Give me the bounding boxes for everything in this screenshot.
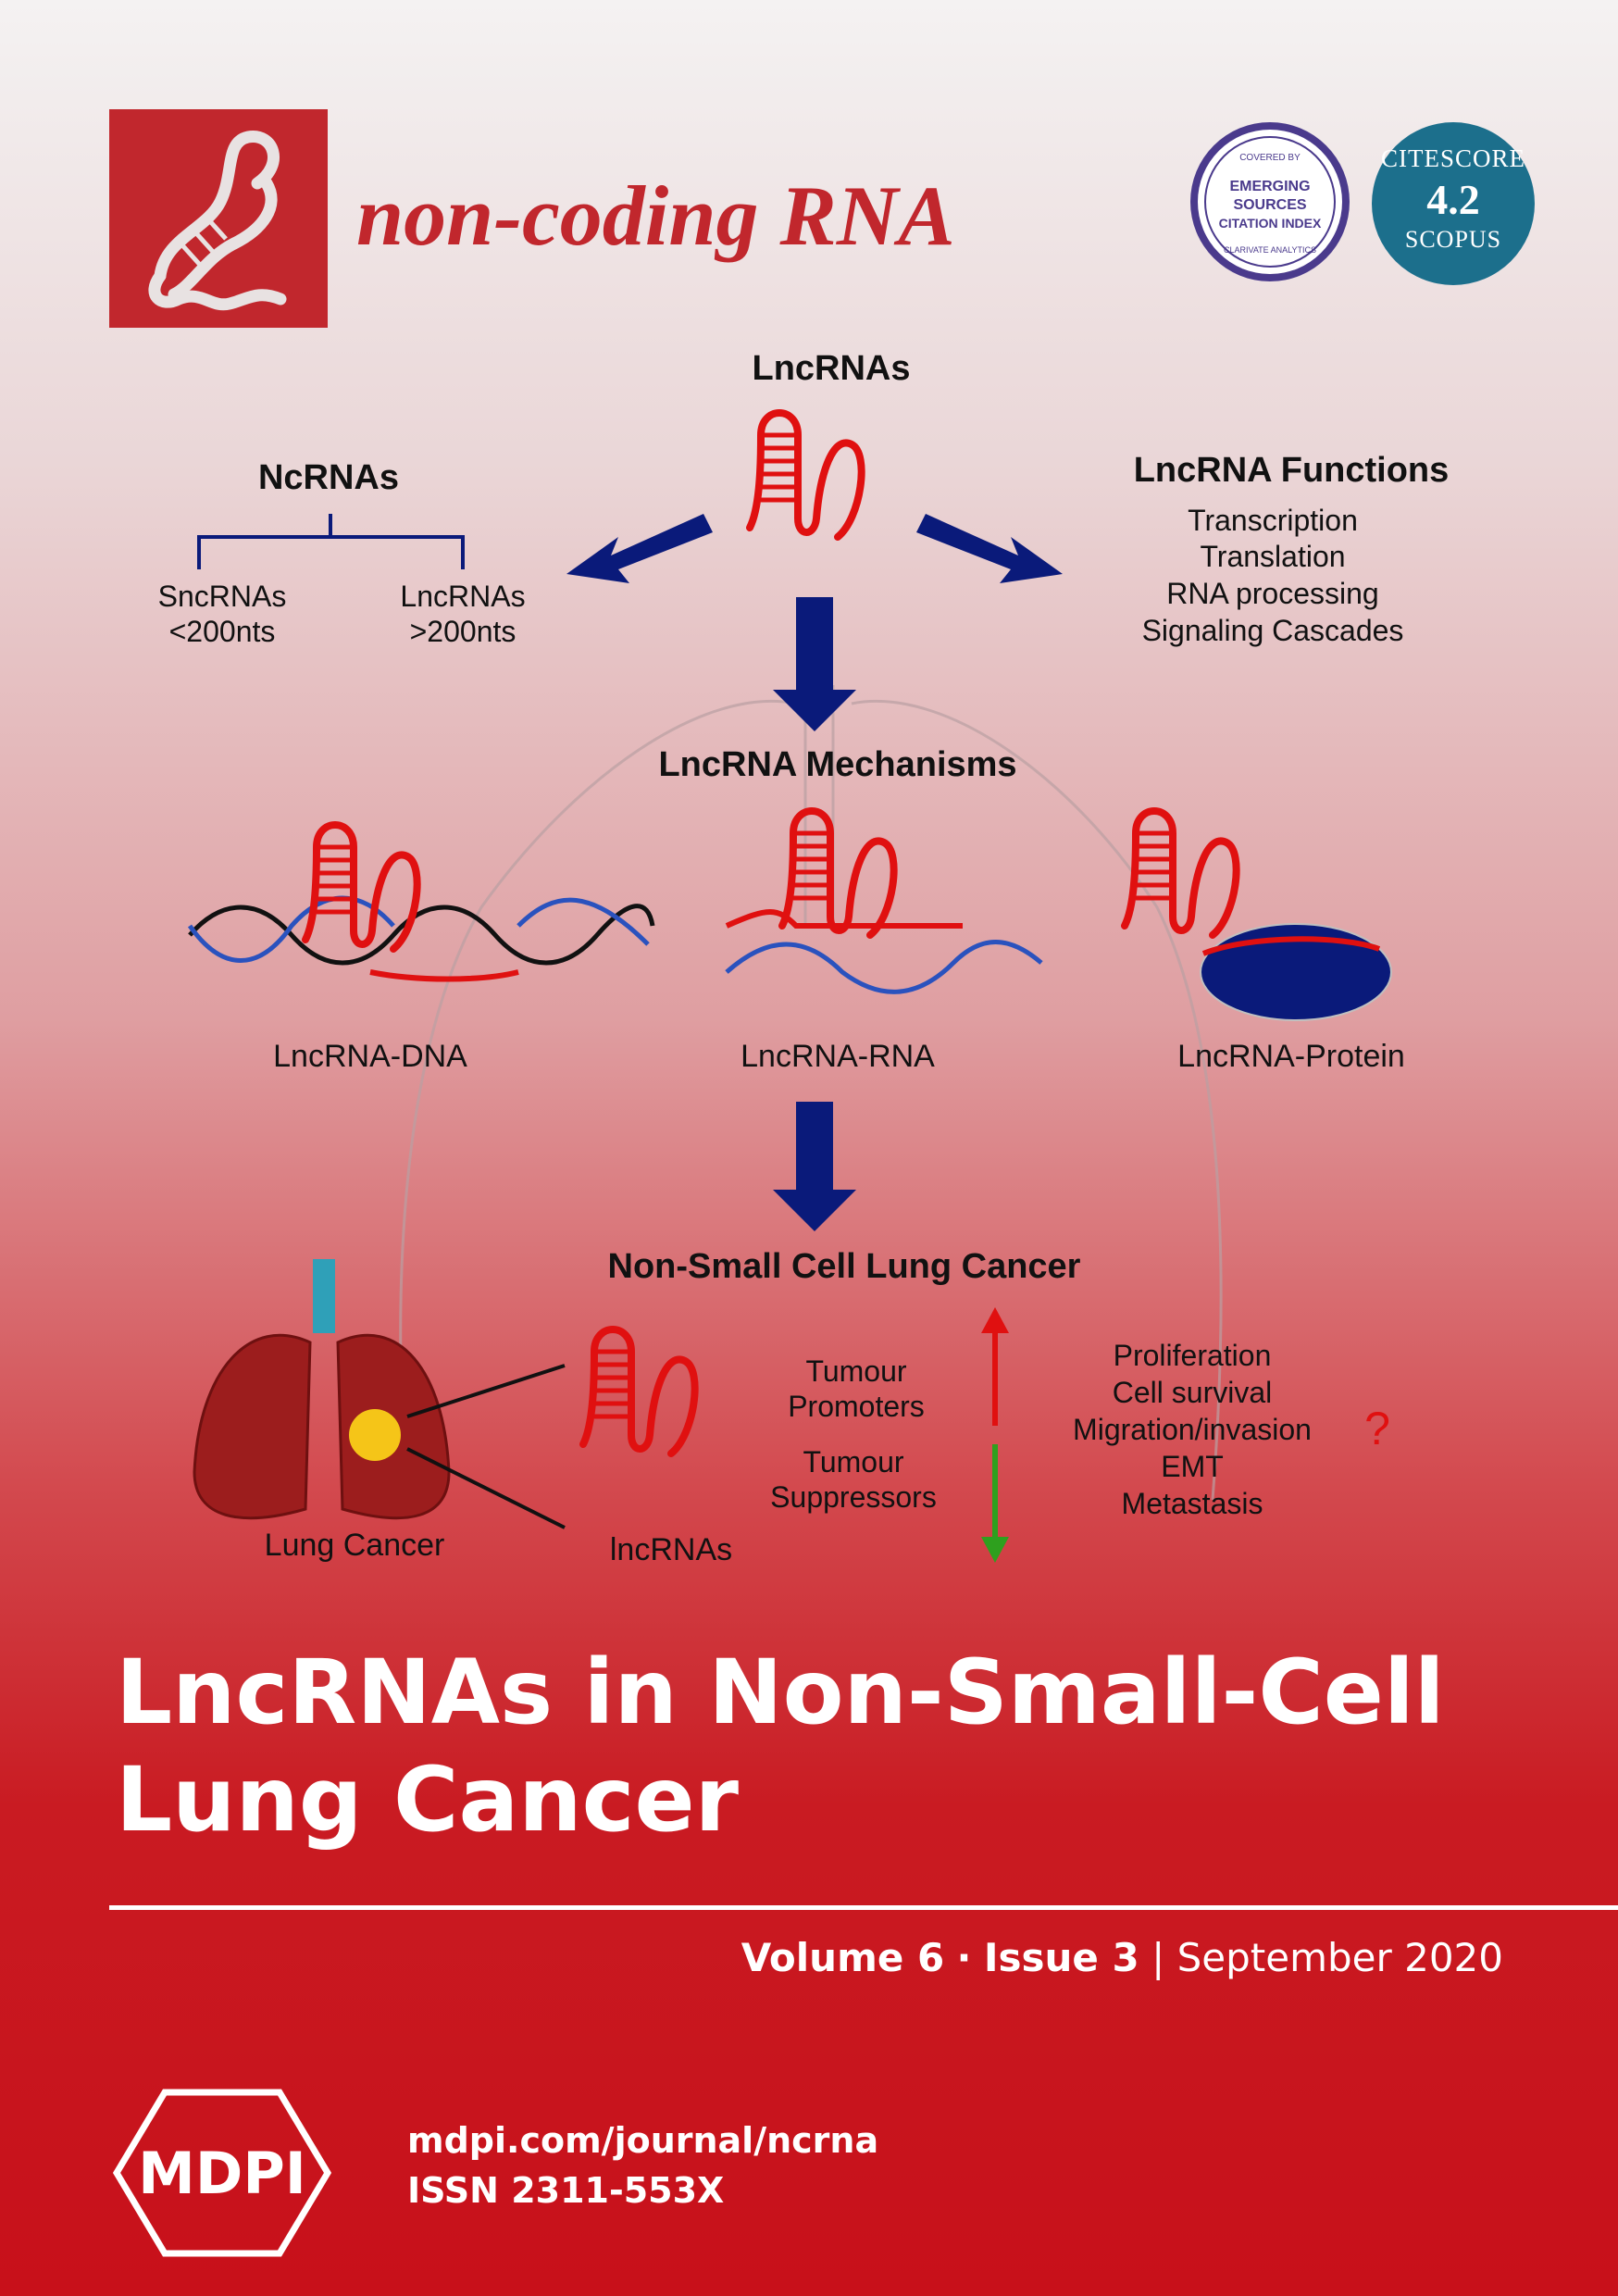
arrow-down-icon xyxy=(981,1444,1009,1563)
esci-covered-by: COVERED BY xyxy=(1239,153,1301,163)
publisher-info: mdpi.com/journal/ncrna ISSN 2311-553X xyxy=(407,2115,878,2215)
mechanism-dna-label: LncRNA-DNA xyxy=(273,1039,467,1074)
issue-divider: | xyxy=(1151,1935,1165,1980)
article-title-line2: Lung Cancer xyxy=(116,1748,739,1852)
function-item: RNA processing xyxy=(1166,577,1378,610)
issue-number: Issue 3 xyxy=(983,1935,1139,1980)
mechanism-protein-label: LncRNA-Protein xyxy=(1177,1039,1405,1074)
article-title-line1: LncRNAs in Non-Small-Cell xyxy=(116,1641,1445,1744)
function-item: Translation xyxy=(1200,540,1345,573)
issn: ISSN 2311-553X xyxy=(407,2170,725,2211)
esci-line2: EMERGING xyxy=(1229,179,1310,194)
effect-item: Proliferation xyxy=(1114,1339,1272,1372)
lung-cancer-label: Lung Cancer xyxy=(265,1528,445,1563)
nsclc-title: Non-Small Cell Lung Cancer xyxy=(608,1247,1081,1286)
citescore-badge: CITESCORE 4.2 SCOPUS xyxy=(1372,122,1535,285)
journal-url[interactable]: mdpi.com/journal/ncrna xyxy=(407,2120,879,2161)
journal-logo xyxy=(109,109,328,328)
citescore-label: CITESCORE xyxy=(1380,144,1525,172)
esci-line4: CITATION INDEX xyxy=(1219,216,1322,231)
function-item: Transcription xyxy=(1188,504,1358,537)
promoters-line2: Promoters xyxy=(788,1390,925,1423)
top-label: LncRNAs xyxy=(752,349,910,388)
lncrna-hairpin-icon xyxy=(750,413,862,537)
promoters-line1: Tumour xyxy=(805,1354,906,1388)
mechanisms-title: LncRNA Mechanisms xyxy=(658,745,1016,784)
esci-clarivate: CLARIVATE ANALYTICS xyxy=(1224,245,1316,255)
effect-item: EMT xyxy=(1161,1450,1224,1483)
suppressors-line1: Tumour xyxy=(803,1445,903,1479)
arrow-left xyxy=(566,514,713,583)
lncrna-rna-diagram xyxy=(725,811,1043,994)
ncrnas-bracket xyxy=(197,514,465,569)
title-divider xyxy=(109,1905,1618,1910)
esci-badge: COVERED BY EMERGING SOURCES CITATION IND… xyxy=(1190,122,1350,281)
functions-title: LncRNA Functions xyxy=(1134,451,1450,490)
sncrnas-size: <200nts xyxy=(169,615,276,648)
lung-icon xyxy=(193,1259,451,1520)
ncrnas-title: NcRNAs xyxy=(258,458,399,497)
issue-info: Volume 6 · Issue 3 | September 2020 xyxy=(741,1935,1503,1980)
lncrna-protein-diagram xyxy=(1125,811,1392,1021)
question-mark: ? xyxy=(1364,1403,1390,1454)
effect-item: Migration/invasion xyxy=(1073,1413,1312,1446)
volume: Volume 6 xyxy=(741,1935,945,1980)
sncrnas-name: SncRNAs xyxy=(158,580,287,613)
journal-name: non-coding RNA xyxy=(356,168,955,263)
mdpi-logo: MDPI xyxy=(112,2089,332,2257)
effect-item: Cell survival xyxy=(1113,1376,1272,1409)
mechanism-rna-label: LncRNA-RNA xyxy=(741,1039,935,1074)
arrow-up-icon xyxy=(981,1307,1009,1426)
dna-helix-icon xyxy=(148,131,287,311)
arrow-down-1 xyxy=(773,597,856,731)
article-title: LncRNAs in Non-Small-Cell Lung Cancer xyxy=(116,1639,1550,1853)
lncrnas-name: LncRNAs xyxy=(400,580,525,613)
mdpi-logo-text: MDPI xyxy=(138,2140,306,2207)
arrow-down-2 xyxy=(773,1102,856,1231)
esci-line3: SOURCES xyxy=(1233,197,1306,213)
function-item: Signaling Cascades xyxy=(1142,614,1404,647)
effect-item: Metastasis xyxy=(1122,1487,1263,1520)
issue-date: September 2020 xyxy=(1176,1935,1503,1980)
citescore-source: SCOPUS xyxy=(1404,226,1502,253)
arrow-right xyxy=(916,514,1063,583)
graphical-abstract: LncRNAs NcRNAs SncRNAs <200nts LncRNAs >… xyxy=(158,349,1450,1567)
suppressors-line2: Suppressors xyxy=(770,1480,937,1514)
lncrnas-label: lncRNAs xyxy=(610,1532,732,1567)
citescore-value: 4.2 xyxy=(1426,176,1480,223)
lncrnas-size: >200nts xyxy=(410,615,517,648)
issue-separator: · xyxy=(956,1935,972,1980)
lncrna-dna-diagram xyxy=(187,825,655,982)
